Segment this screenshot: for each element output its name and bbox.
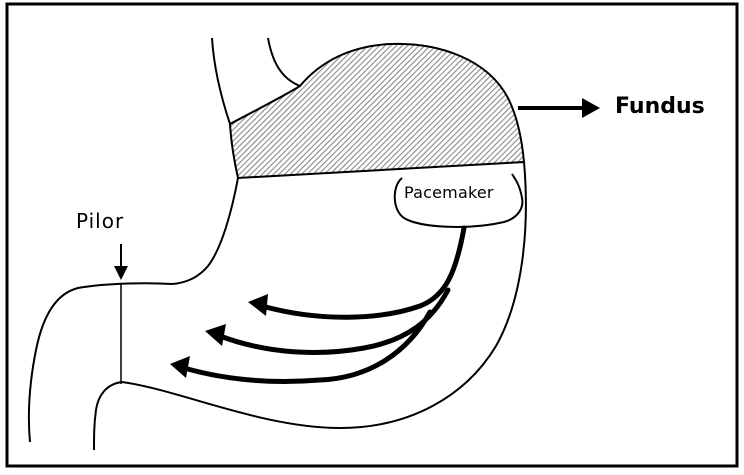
duodenum-upper-wall [29,283,172,442]
fundus-arrowhead [582,98,600,118]
fundus-label: Fundus [615,96,705,118]
peristalsis-wave-arrowhead [248,294,268,316]
esophagus-right-wall [268,38,300,86]
pilor-pointer-arrowhead [114,266,128,280]
peristalsis-wave-arrowhead [170,356,190,378]
peristalsis-wave-arrow [262,228,464,317]
peristalsis-wave-arrow [184,312,430,382]
stomach-lesser-curvature [172,178,238,284]
pilor-label: Pilor [76,211,124,231]
peristalsis-wave-arrow [220,290,448,352]
fundus-region [230,44,524,178]
duodenum-lower-wall [94,382,122,450]
esophagus-left-wall [212,38,230,124]
peristalsis-wave-arrowhead [205,324,226,346]
pacemaker-label: Pacemaker [404,185,494,201]
